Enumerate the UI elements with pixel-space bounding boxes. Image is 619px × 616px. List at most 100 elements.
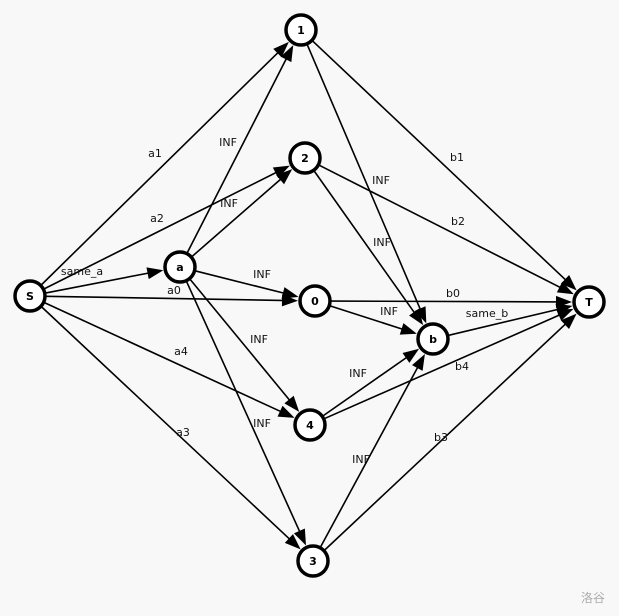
edge-4-T [323, 308, 574, 420]
arrowhead-icon [556, 281, 574, 295]
node-T[interactable]: T [572, 285, 606, 319]
edge-3-T [323, 313, 577, 552]
arrowhead-icon [281, 287, 299, 299]
edge-a-2 [190, 169, 293, 258]
edge-line [306, 43, 424, 315]
edge-2-b [313, 169, 424, 326]
edge-label: a3 [176, 426, 190, 439]
edge-line [185, 280, 303, 537]
edge-a-4 [188, 278, 300, 412]
edge-line [311, 39, 570, 285]
edge-1-T [311, 39, 577, 291]
node-S[interactable]: S [13, 279, 47, 313]
node-1[interactable]: 1 [284, 13, 318, 47]
edge-line [323, 319, 570, 552]
edge-labels: a1a2same_aa0a4a3INFINFINFINFINFINFINFINF… [61, 136, 508, 466]
edge-1-b [306, 43, 427, 324]
node-label: a [176, 261, 183, 274]
edge-a-3 [185, 280, 306, 546]
edge-label: a0 [167, 284, 181, 297]
node-3[interactable]: 3 [296, 544, 330, 578]
edge-line [188, 278, 294, 405]
node-circle [284, 13, 318, 47]
arrowhead-icon [556, 308, 574, 321]
watermark: 洛谷 [580, 591, 605, 605]
arrowhead-icon [402, 348, 420, 363]
edge-line [321, 353, 412, 418]
arrowhead-icon [146, 267, 164, 280]
arrowhead-icon [293, 528, 306, 546]
node-label: 3 [309, 555, 317, 568]
node-label: b [429, 333, 437, 346]
edge-line [318, 164, 566, 291]
edge-0-b [329, 304, 417, 335]
edge-line [186, 53, 290, 255]
edge-label: INF [253, 268, 271, 281]
arrowhead-icon [276, 169, 293, 185]
node-circle [298, 284, 332, 318]
edges [40, 39, 577, 552]
node-circle [163, 250, 197, 284]
node-label: S [26, 290, 34, 303]
edge-4-b [321, 348, 420, 418]
edge-line [329, 300, 563, 303]
edge-S-1 [40, 41, 289, 287]
arrowhead-icon [280, 45, 294, 63]
edge-line [40, 305, 294, 544]
edge-a-0 [194, 269, 299, 299]
edge-line [447, 307, 563, 337]
node-label: T [585, 296, 593, 309]
edge-line [44, 295, 289, 302]
node-label: 0 [311, 295, 319, 308]
edge-line [44, 271, 154, 294]
node-circle [293, 408, 327, 442]
edge-label: b4 [455, 360, 469, 373]
edge-3-b [319, 353, 425, 549]
edge-label: same_b [466, 307, 508, 320]
edge-label: INF [352, 453, 370, 466]
arrowhead-icon [409, 308, 424, 326]
edge-line [40, 48, 283, 287]
edge-label: a1 [148, 147, 162, 160]
edge-label: b1 [450, 151, 464, 164]
node-4[interactable]: 4 [293, 408, 327, 442]
edge-line [329, 304, 408, 332]
edge-line [313, 169, 419, 318]
edge-label: a2 [150, 212, 164, 225]
arrowhead-icon [284, 395, 300, 412]
edge-line [190, 175, 286, 258]
arrowhead-icon [277, 405, 295, 418]
edge-label: INF [250, 333, 268, 346]
edge-S-3 [40, 305, 301, 550]
node-a[interactable]: a [163, 250, 197, 284]
node-label: 4 [306, 419, 314, 432]
arrowhead-icon [273, 41, 289, 58]
arrowhead-icon [284, 534, 301, 550]
node-circle [288, 141, 322, 175]
edge-label: INF [220, 197, 238, 210]
edge-2-T [318, 164, 574, 295]
edge-label: b0 [446, 287, 460, 300]
node-2[interactable]: 2 [288, 141, 322, 175]
arrowhead-icon [560, 313, 577, 329]
edge-line [323, 312, 565, 420]
node-circle [416, 322, 450, 356]
node-circle [296, 544, 330, 578]
edge-line [194, 269, 290, 296]
arrowhead-icon [399, 323, 417, 335]
node-b[interactable]: b [416, 322, 450, 356]
arrowhead-icon [412, 353, 425, 371]
edge-label: a4 [174, 345, 188, 358]
edge-a-1 [186, 45, 294, 255]
edge-label: b3 [434, 431, 448, 444]
edge-label: INF [380, 305, 398, 318]
edge-label: same_a [61, 265, 103, 278]
node-0[interactable]: 0 [298, 284, 332, 318]
edge-S-4 [43, 301, 295, 418]
edge-label: INF [253, 417, 271, 430]
edge-label: INF [219, 136, 237, 149]
edge-label: INF [372, 174, 390, 187]
edge-label: INF [373, 236, 391, 249]
